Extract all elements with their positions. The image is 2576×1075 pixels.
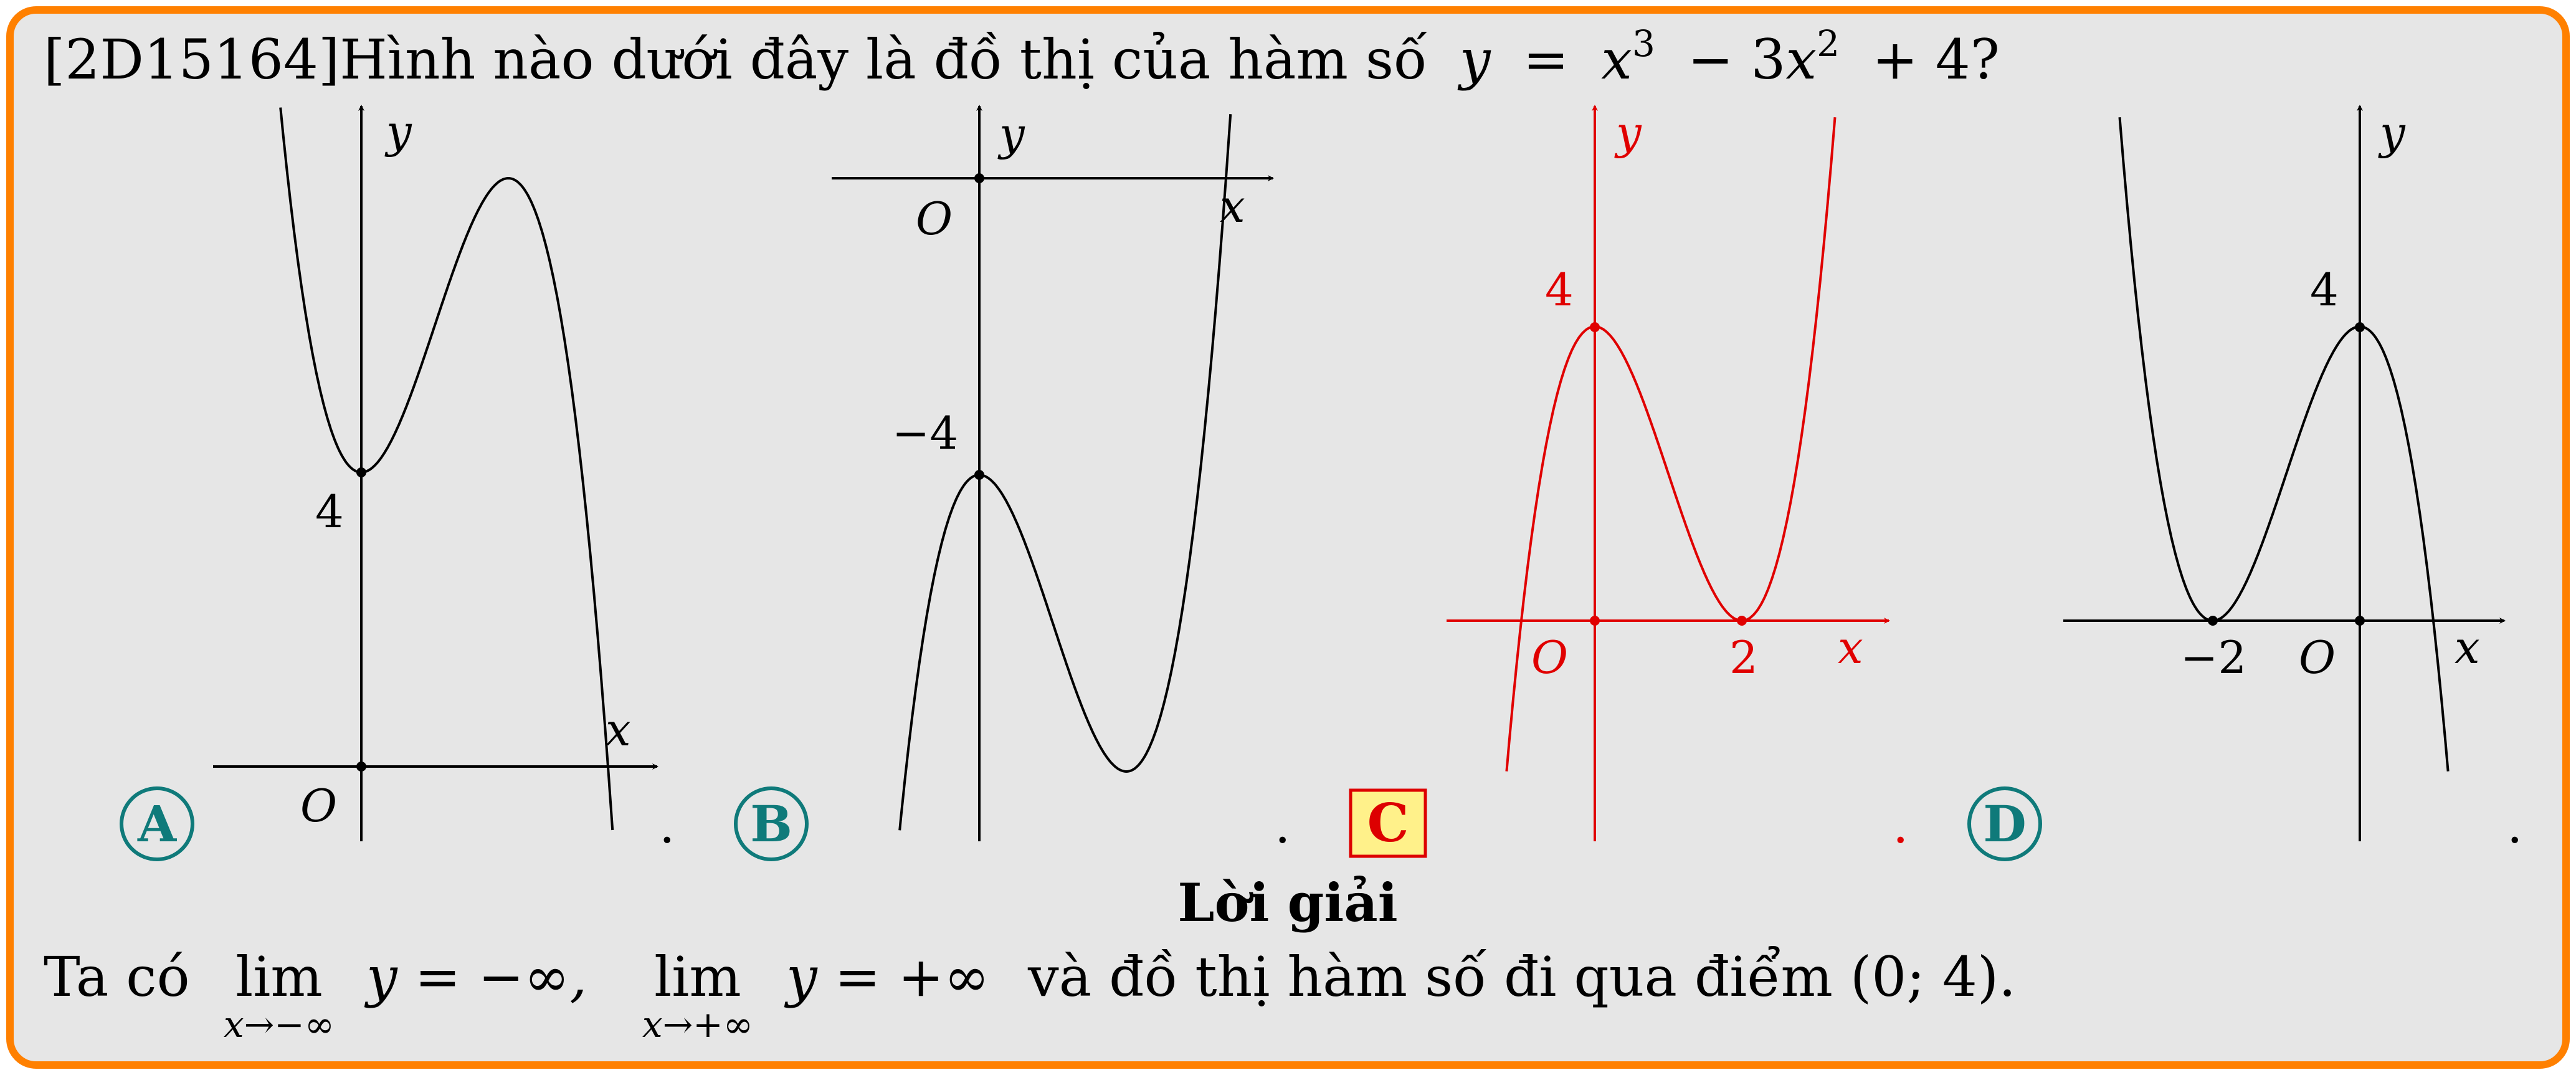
option-d-badge	[1967, 786, 2042, 861]
solution-sub-1: x→−∞	[224, 1003, 335, 1046]
solution-sub-2: x→+∞	[642, 1003, 753, 1046]
option-c-origin-point	[1590, 616, 1600, 626]
option-c-x-label: x	[1838, 621, 1863, 674]
formula-x2: x	[1786, 27, 1817, 92]
option-c-origin-label: O	[1531, 631, 1568, 684]
option-b-y-intercept	[974, 470, 984, 480]
option-d-local-min	[2208, 616, 2218, 626]
option-a[interactable]: A y x O 4 .	[120, 105, 675, 861]
option-d-tick-y: 4	[2310, 264, 2339, 316]
option-b-origin-label: O	[916, 193, 953, 245]
option-d-y-intercept	[2355, 322, 2365, 332]
option-c-y-intercept	[1590, 322, 1600, 332]
formula-minus: − 3	[1688, 27, 1786, 92]
formula-y: y	[1457, 27, 1491, 92]
option-c-tick-y: 4	[1545, 264, 1574, 316]
option-c-period: .	[1893, 796, 1908, 854]
formula-eq: =	[1523, 27, 1569, 92]
option-c-label: C	[1367, 792, 1409, 854]
formula-exp3: 3	[1632, 22, 1655, 65]
option-c-tick-x: 2	[1729, 631, 1758, 684]
option-c[interactable]: C y x O 4 2 .	[1349, 105, 1908, 858]
option-a-label: A	[137, 795, 177, 853]
option-c-answer-box	[1349, 788, 1427, 858]
solution-lim-2: lim	[654, 945, 741, 1009]
option-a-y-label: y	[384, 105, 412, 158]
solution-text-1: Ta có	[44, 945, 190, 1009]
option-d-origin-point	[2355, 616, 2365, 626]
solution-heading: Lời giải	[1177, 872, 1397, 934]
option-d-curve	[2118, 117, 2450, 772]
option-a-y-intercept	[356, 467, 366, 477]
option-b-y-label: y	[997, 108, 1025, 160]
option-b-period: .	[1275, 796, 1290, 854]
solution-expr-2: y = +∞	[784, 945, 989, 1009]
option-d-tick-x: −2	[2180, 631, 2246, 684]
formula-tail: + 4?	[1872, 27, 2000, 92]
option-c-curve	[1505, 117, 1837, 772]
solution-expr-1: y = −∞,	[364, 945, 587, 1009]
option-b[interactable]: B y x O −4 .	[734, 105, 1290, 861]
option-b-origin-point	[974, 173, 984, 183]
option-a-badge	[120, 786, 194, 861]
formula-exp2: 2	[1817, 22, 1840, 65]
option-c-y-label: y	[1614, 107, 1642, 159]
option-d-period: .	[2507, 796, 2522, 854]
option-d-label: D	[1983, 795, 2026, 853]
option-b-badge	[734, 786, 809, 861]
question-id: [2D15164]	[44, 27, 340, 92]
option-b-tick-label: −4	[892, 407, 958, 459]
option-d-y-label: y	[2378, 107, 2406, 159]
option-a-origin-label: O	[300, 780, 337, 832]
option-a-tick-label: 4	[315, 485, 344, 538]
question-card	[6, 6, 2570, 1069]
option-a-curve	[279, 107, 614, 831]
option-c-local-min	[1737, 616, 1747, 626]
option-d-origin-label: O	[2299, 631, 2336, 684]
option-b-label: B	[750, 795, 792, 853]
question-stem: Hình nào dưới đây là đồ thị của hàm số	[340, 27, 1427, 92]
solution-line: Ta có lim x→−∞ y = −∞, lim x→+∞ y = +∞ v…	[44, 945, 2016, 1046]
option-d[interactable]: D y x O 4 −2 .	[1967, 105, 2522, 861]
solution-lim-1: lim	[235, 945, 323, 1009]
formula-x: x	[1601, 27, 1632, 92]
option-b-curve	[898, 114, 1232, 831]
option-d-x-label: x	[2455, 621, 2480, 674]
option-b-x-label: x	[1220, 180, 1245, 232]
question-text: [2D15164]Hình nào dưới đây là đồ thị của…	[44, 5, 2000, 92]
option-a-period: .	[659, 796, 675, 854]
option-a-x-label: x	[606, 704, 631, 756]
option-a-origin-point	[356, 762, 366, 772]
solution-text-2: và đồ thị hàm số đi qua điểm (0; 4).	[1027, 945, 2016, 1009]
